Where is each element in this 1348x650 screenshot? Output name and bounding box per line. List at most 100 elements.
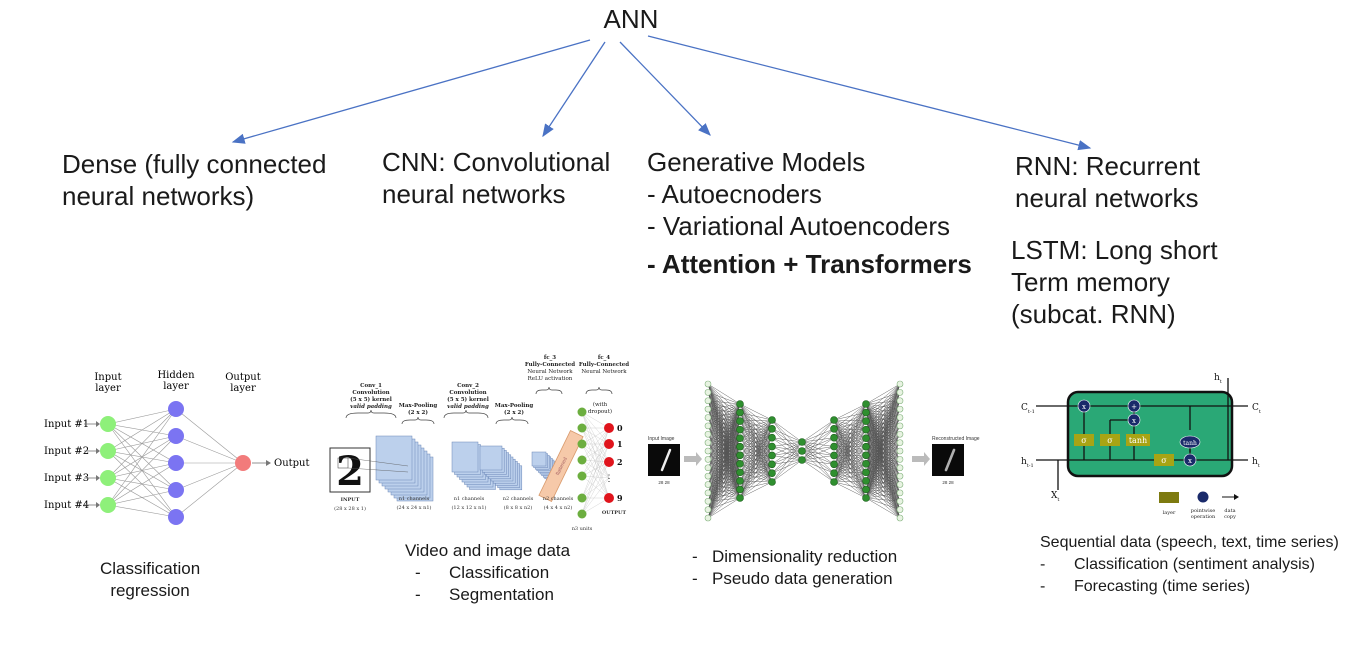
category-cnn-line-1: CNN: Convolutional [382, 147, 611, 177]
ae-edge [771, 437, 803, 443]
ae-edge [739, 446, 773, 499]
cnn-conv2-l2: Convolution [449, 390, 486, 396]
arrow-to-rnn [647, 35, 1092, 151]
ae-edge [707, 489, 741, 519]
category-generative-bold-line: - Attention + Transformers [647, 249, 972, 279]
ae-node [768, 433, 776, 442]
ae-node [896, 472, 904, 480]
cnn-fc-edge [581, 443, 610, 477]
cnn-fc3-l3: Neural Network [527, 369, 573, 375]
lstm-op-forget-mult-label: x [1082, 403, 1086, 411]
ae-node [862, 434, 870, 442]
dense-hidden-node [168, 428, 184, 444]
ae-edge [771, 428, 803, 443]
cnn-n3-label: n3 units [572, 526, 593, 532]
caption-rnn-item-2: Forecasting (time series) [1074, 578, 1251, 595]
cnn-fc3-l4: ReLU activation [528, 376, 573, 382]
cnn-fc-edge [581, 443, 610, 463]
ae-node [704, 497, 712, 505]
dense-edge [107, 462, 177, 506]
ae-node [896, 405, 904, 413]
lstm-legend-layer: layer [1163, 510, 1176, 516]
category-cnn: CNN: Convolutional neural networks [382, 146, 610, 210]
ae-edge [865, 383, 901, 473]
ae-edge [865, 383, 901, 422]
ae-node [704, 472, 712, 480]
ae-edge [707, 472, 741, 519]
ae-node [862, 477, 870, 485]
cnn-layer4-dims: (4 x 4 x n2) [544, 504, 573, 511]
ae-edge [771, 441, 803, 456]
category-lstm-line-1: LSTM: Long short [1011, 235, 1218, 265]
ae-node [704, 397, 712, 405]
cnn-input-label: INPUT [341, 497, 360, 503]
ae-node [862, 494, 870, 502]
ae-edge [865, 383, 901, 464]
autoencoder-diagram: Input Image 28 28 Reconstructed Image 28… [648, 380, 980, 522]
ae-edge [707, 383, 741, 405]
dense-output-label: Output [274, 458, 310, 469]
ae-edge [801, 419, 835, 461]
ae-node [704, 414, 712, 421]
ae-edge [739, 419, 773, 473]
ae-edge [833, 481, 867, 499]
ae-edge [739, 419, 773, 430]
ae-node [768, 469, 776, 477]
ae-node [736, 468, 744, 477]
dense-input-label: Input #1 [44, 419, 89, 430]
ae-node [736, 434, 744, 442]
ae-edge [739, 419, 773, 499]
cnn-layer3-dims: (8 x 8 x n2) [504, 504, 533, 511]
lstm-label-c-prev: Ct-1 [1021, 403, 1035, 415]
ae-node [704, 506, 712, 513]
caption-ae-item-2: Pseudo data generation [712, 569, 893, 588]
cnn-fc-edge [581, 427, 610, 499]
ae-node [736, 417, 744, 425]
ae-node [862, 408, 870, 417]
ae-node [704, 380, 712, 388]
cnn-fc-edge [581, 461, 610, 477]
lstm-gate-output-label: σ [1161, 456, 1167, 465]
ae-edge [707, 403, 741, 510]
cnn-pool1-l2: (2 x 2) [408, 409, 428, 416]
ae-node [896, 414, 904, 421]
ae-edge [865, 400, 901, 499]
lstm-gate-input-label: σ [1107, 436, 1113, 445]
ae-edge [739, 419, 773, 447]
dense-edge [107, 408, 177, 425]
cnn-fc-edge [581, 477, 610, 515]
dense-edge [107, 408, 177, 452]
lstm-op-output-mult [1183, 453, 1197, 467]
ae-node [830, 416, 838, 424]
ae-edge [833, 472, 867, 483]
cnn-output-digit: 2 [617, 457, 623, 467]
caption-cnn-item-1: Classification [449, 563, 550, 582]
ae-edge [707, 403, 741, 452]
ae-edge [771, 450, 803, 483]
category-dense: Dense (fully connected neural networks) [62, 148, 326, 212]
ae-node [704, 389, 712, 396]
ae-edge [833, 412, 867, 483]
ae-node [830, 451, 838, 460]
dense-edge [107, 408, 177, 479]
cnn-input-box [329, 447, 371, 493]
ae-edge [707, 403, 741, 502]
cnn-layer1-ch: n1 channels [399, 496, 430, 502]
cnn-pool1-l1: Max-Pooling [399, 403, 438, 409]
lstm-op-input-mult-label: x [1132, 417, 1136, 425]
cnn-feature-map [531, 451, 547, 467]
cnn-fc4-l1: fc_4 [598, 355, 610, 361]
cnn-output-label: OUTPUT [602, 510, 627, 516]
ae-node [830, 469, 838, 477]
category-generative-line-3: - Variational Autoencoders [647, 211, 951, 241]
caption-dense: Classification regression [100, 558, 200, 602]
cnn-dropout-l1: (with [593, 401, 608, 408]
ae-edge [771, 441, 803, 447]
dense-hidden-node [168, 401, 184, 417]
ae-node [862, 460, 870, 468]
cnn-fc-node [577, 407, 587, 417]
ae-node [896, 430, 904, 438]
ae-edge [739, 464, 773, 499]
